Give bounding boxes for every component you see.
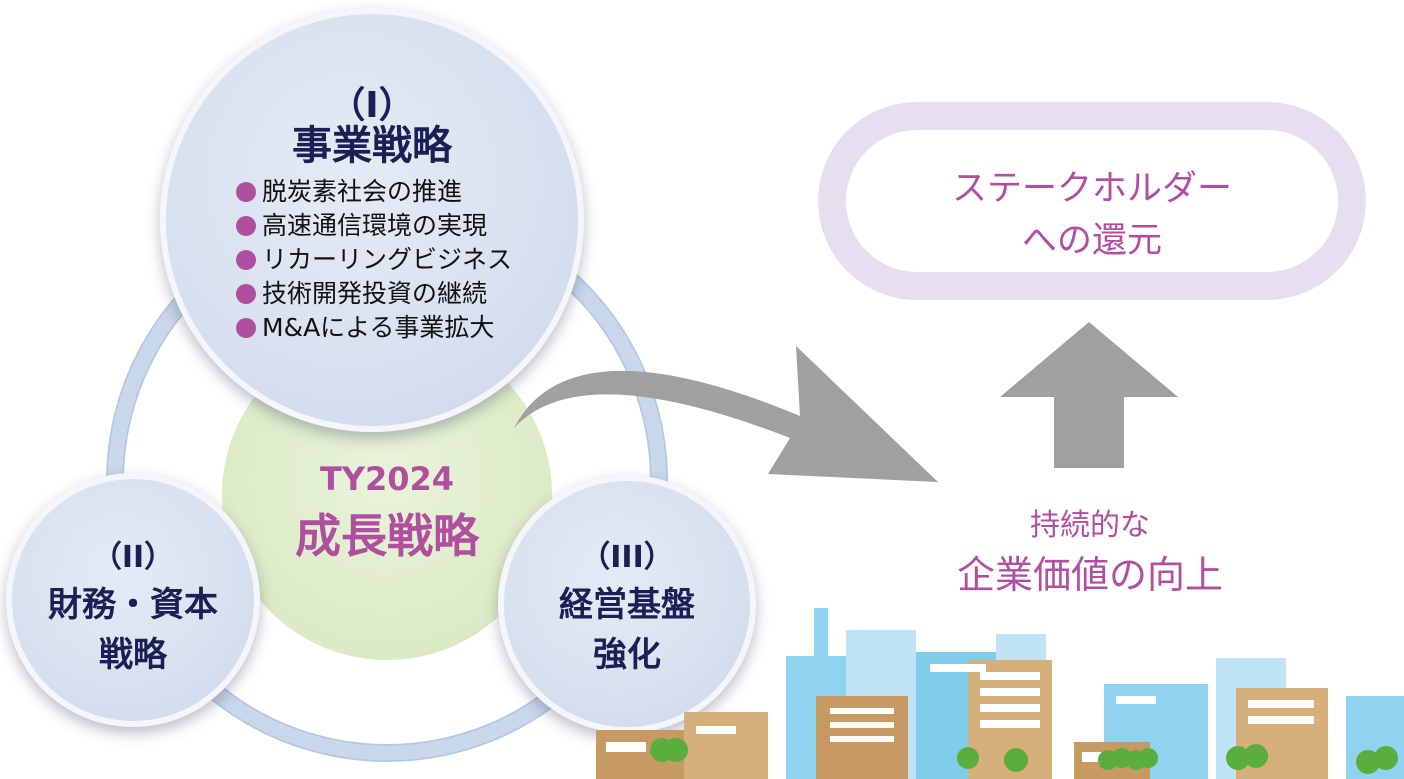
bullet-dot-icon xyxy=(236,216,256,236)
corporate-value-line2: 企業価値の向上 xyxy=(956,553,1223,597)
list-item: リカーリングビジネス xyxy=(236,243,566,277)
up-arrow-icon xyxy=(1000,322,1178,468)
list-item: M&Aによる事業拡大 xyxy=(236,311,566,345)
business-strategy-number: （I） xyxy=(329,85,415,126)
list-item: 技術開発投資の継続 xyxy=(236,277,566,311)
management-foundation-circle xyxy=(498,475,756,733)
list-item: 高速通信環境の実現 xyxy=(236,209,566,243)
finance-strategy-subtitle: 戦略 xyxy=(99,635,167,675)
business-strategy-title: 事業戦略 xyxy=(292,123,452,169)
bullet-dot-icon xyxy=(236,318,256,338)
business-strategy-list: 脱炭素社会の推進 高速通信環境の実現 リカーリングビジネス 技術開発投資の継続 … xyxy=(236,175,566,345)
bullet-dot-icon xyxy=(236,284,256,304)
bullet-dot-icon xyxy=(236,182,256,202)
stakeholder-text-line1: ステークホルダー xyxy=(951,169,1232,209)
bullet-dot-icon xyxy=(236,250,256,270)
finance-strategy-circle xyxy=(6,473,260,727)
center-code: TY2024 xyxy=(319,460,455,498)
stakeholder-text-line2: への還元 xyxy=(1021,221,1162,261)
cityscape-illustration xyxy=(596,608,1404,779)
management-foundation-subtitle: 強化 xyxy=(593,635,661,675)
stakeholder-pill xyxy=(818,102,1366,300)
finance-strategy-number: （II） xyxy=(91,540,175,575)
management-foundation-title: 経営基盤 xyxy=(559,585,695,625)
list-item: 脱炭素社会の推進 xyxy=(236,175,566,209)
center-title: 成長戦略 xyxy=(295,509,479,563)
business-strategy-circle xyxy=(160,8,584,432)
management-foundation-number: （III） xyxy=(580,540,674,575)
finance-strategy-title: 財務・資本 xyxy=(48,585,218,625)
corporate-value-line1: 持続的な xyxy=(1030,508,1150,543)
curved-arrow-icon xyxy=(514,346,938,482)
